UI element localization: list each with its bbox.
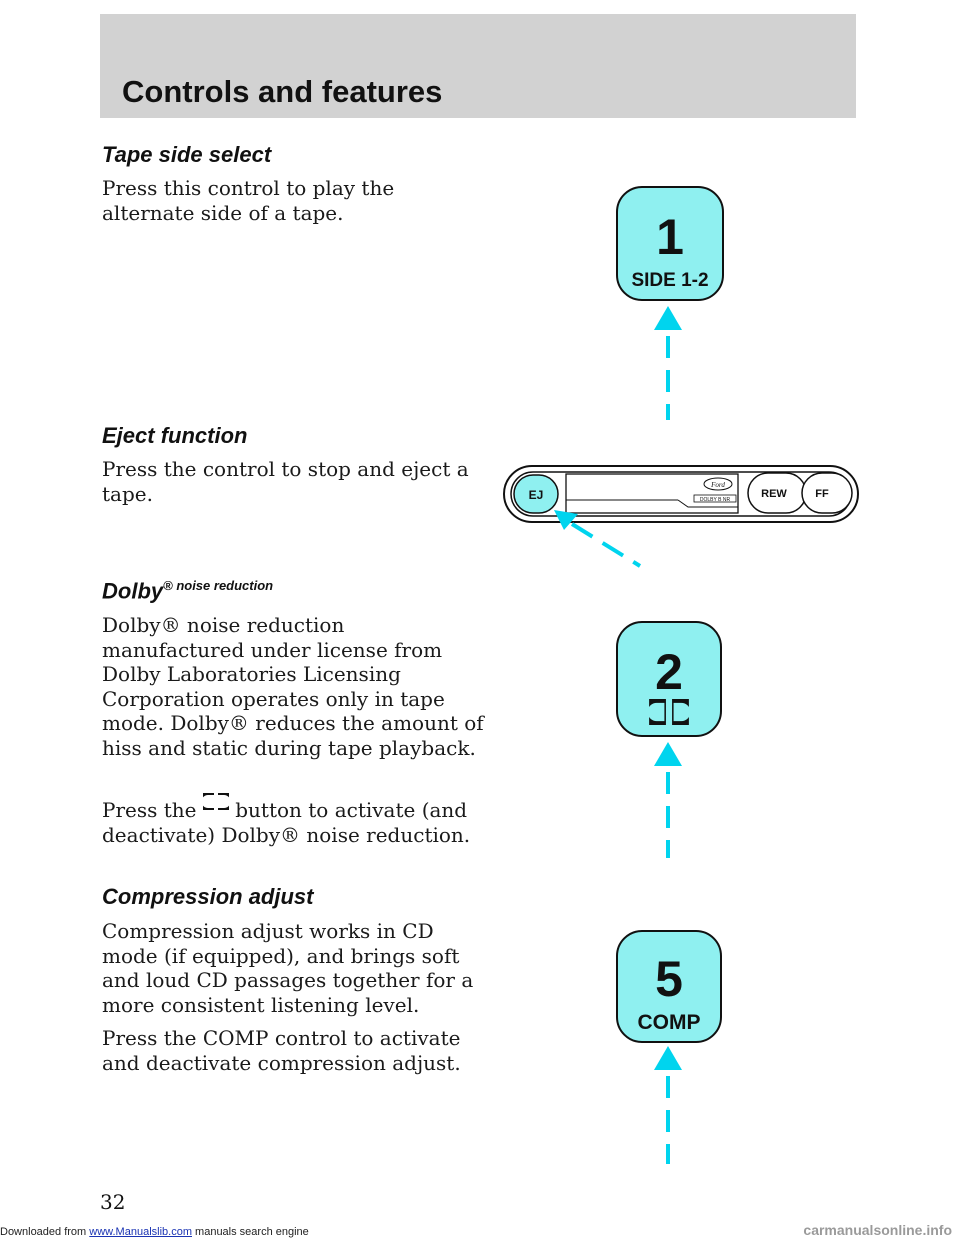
paragraph-dolby-press: Press the button to activate (and deacti…	[102, 793, 492, 847]
dolby-mark	[693, 494, 737, 503]
eject-button	[513, 474, 559, 514]
comp-button[interactable]: 5 COMP	[616, 930, 722, 1043]
paragraph-compression-1: Compression adjust works in CD mode (if …	[102, 919, 474, 1017]
manualslib-link[interactable]: www.Manualslib.com	[89, 1226, 192, 1238]
svg-text:Ford: Ford	[710, 481, 725, 489]
dolby-icon	[647, 699, 691, 725]
heading-compression-adjust: Compression adjust	[102, 884, 314, 909]
header-band	[100, 14, 856, 118]
page-number: 32	[100, 1190, 126, 1214]
comp-button-arrow	[654, 1046, 682, 1164]
side-1-2-button[interactable]: 1 SIDE 1-2	[616, 186, 724, 301]
eject-arrow-line	[570, 522, 642, 568]
eject-arrow-head	[554, 510, 578, 530]
paragraph-tape-side-select: Press this control to play the alternate…	[102, 176, 395, 225]
radio-faceplate: EJ Ford DOLBY B NR REW FF	[503, 465, 859, 568]
heading-dolby: Dolby® noise reduction	[102, 578, 274, 604]
paragraph-compression-2: Press the COMP control to activate and d…	[102, 1026, 461, 1075]
heading-tape-side-select: Tape side select	[102, 142, 272, 167]
side-button-arrow	[654, 306, 682, 420]
eject-button-label: EJ	[529, 488, 544, 502]
dolby-button[interactable]: 2	[616, 621, 722, 737]
svg-text:DOLBY B NR: DOLBY B NR	[700, 497, 731, 503]
page-title: Controls and features	[122, 74, 443, 109]
watermark: carmanualsonline.info	[803, 1222, 952, 1238]
dolby-icon	[202, 793, 229, 810]
svg-text:FF: FF	[815, 488, 829, 500]
dolby-button-arrow	[654, 742, 682, 858]
paragraph-eject-function: Press the control to stop and eject a ta…	[102, 457, 469, 506]
ff-button	[801, 472, 853, 514]
svg-text:REW: REW	[761, 488, 787, 500]
ford-logo	[703, 477, 733, 491]
heading-eject-function: Eject function	[102, 423, 248, 448]
download-footer: Downloaded from www.Manualslib.com manua…	[0, 1226, 309, 1238]
paragraph-dolby: Dolby® noise reduction manufactured unde…	[102, 613, 484, 760]
